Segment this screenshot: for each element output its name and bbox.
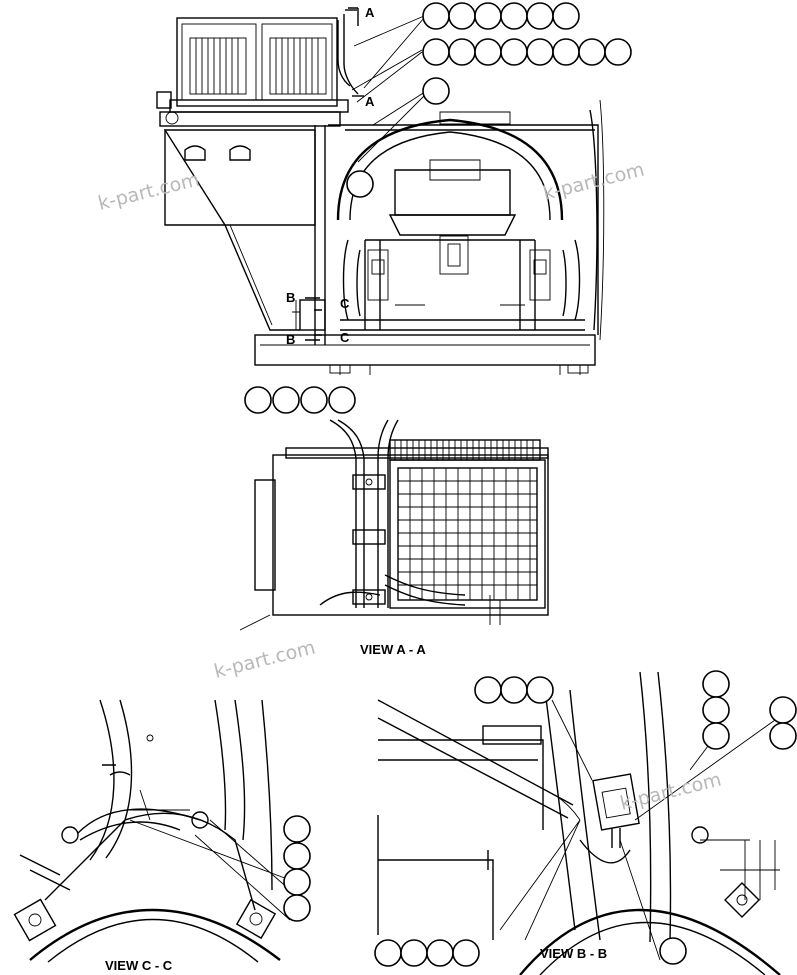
callout-bubble xyxy=(578,38,606,66)
view-a-a: VIEW A - A xyxy=(239,386,549,657)
callout-bubble xyxy=(702,696,730,724)
callout-bubble xyxy=(244,386,272,414)
section-markers: A A B B C C xyxy=(286,5,375,347)
watermark: k-part.com xyxy=(212,636,318,682)
callout-bubble xyxy=(702,670,730,698)
callout-bubble xyxy=(374,939,402,967)
callout-bubble xyxy=(552,2,580,30)
callout-bubble xyxy=(448,2,476,30)
callout-bubble xyxy=(283,868,311,896)
callout-bubble xyxy=(526,38,554,66)
callout-bubble xyxy=(448,38,476,66)
filter-grid xyxy=(397,467,538,601)
view-b-b-title: VIEW B - B xyxy=(540,946,607,961)
callout-bubble xyxy=(346,170,374,198)
callout-bubble xyxy=(283,894,311,922)
callout-bubble xyxy=(300,386,328,414)
watermark: k-part.com xyxy=(541,158,647,204)
callout-bubble xyxy=(422,77,450,105)
callout-bubble xyxy=(283,842,311,870)
callout-bubble xyxy=(769,696,797,724)
callout-bubble xyxy=(552,38,580,66)
callout-bubble xyxy=(659,937,687,965)
callout-bubble xyxy=(500,676,528,704)
roof-grille-right xyxy=(269,37,327,95)
callout-bubble xyxy=(526,2,554,30)
section-label-a-top: A xyxy=(365,5,375,20)
callout-bubble xyxy=(604,38,632,66)
callout-bubble xyxy=(500,38,528,66)
view-c-c-title: VIEW C - C xyxy=(105,958,173,973)
callout-bubble xyxy=(328,386,356,414)
view-a-a-title: VIEW A - A xyxy=(360,642,426,657)
section-label-a-bottom: A xyxy=(365,94,375,109)
callout-bubble xyxy=(283,815,311,843)
watermark: k-part.com xyxy=(618,768,724,814)
main-assembly xyxy=(156,7,605,375)
callout-bubble xyxy=(422,38,450,66)
callout-bubble xyxy=(422,2,450,30)
section-label-c-top: C xyxy=(340,296,350,311)
section-label-b-top: B xyxy=(286,290,295,305)
callout-bubble xyxy=(400,939,428,967)
section-label-c-bottom: C xyxy=(340,330,350,345)
top-callouts xyxy=(346,2,632,198)
view-b-b: VIEW B - B xyxy=(374,670,797,975)
callout-bubble xyxy=(702,722,730,750)
callout-bubble xyxy=(272,386,300,414)
section-label-b-bottom: B xyxy=(286,332,295,347)
watermark: k-part.com xyxy=(96,168,202,214)
callout-bubble xyxy=(426,939,454,967)
callout-bubble xyxy=(769,722,797,750)
roof-grille-left xyxy=(189,37,247,95)
callout-bubble xyxy=(526,676,554,704)
callout-bubble xyxy=(474,2,502,30)
view-c-c: VIEW C - C xyxy=(13,699,311,973)
callout-bubble xyxy=(474,38,502,66)
callout-bubble xyxy=(452,939,480,967)
callout-bubble xyxy=(500,2,528,30)
callout-bubble xyxy=(474,676,502,704)
